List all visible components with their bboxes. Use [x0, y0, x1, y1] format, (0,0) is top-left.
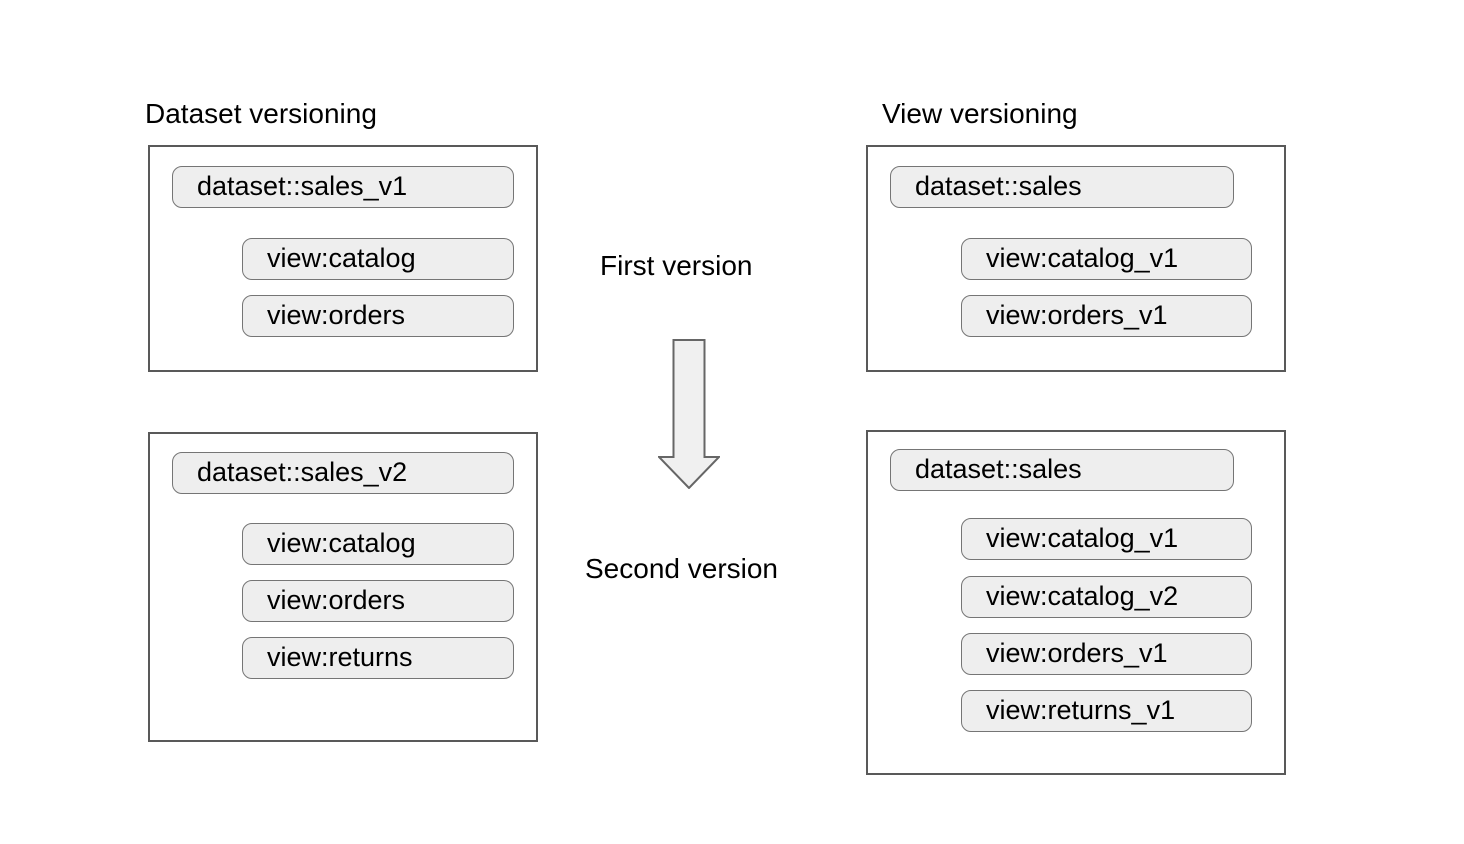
view-versioning-first-box: dataset::sales view:catalog_v1 view:orde… [866, 145, 1286, 372]
view-pill: view:returns [242, 637, 514, 679]
dataset-versioning-heading: Dataset versioning [145, 98, 377, 129]
dataset-pill: dataset::sales_v1 [172, 166, 514, 208]
second-version-label: Second version [585, 553, 779, 584]
view-pill: view:orders_v1 [961, 633, 1252, 675]
first-version-label: First version [600, 250, 753, 281]
dataset-pill: dataset::sales_v2 [172, 452, 514, 494]
view-pill: view:returns_v1 [961, 690, 1252, 732]
view-pill: view:catalog_v1 [961, 238, 1252, 280]
dataset-versioning-second-box: dataset::sales_v2 view:catalog view:orde… [148, 432, 538, 742]
view-versioning-second-box: dataset::sales view:catalog_v1 view:cata… [866, 430, 1286, 775]
down-arrow-icon [656, 339, 722, 490]
view-versioning-heading: View versioning [882, 98, 1078, 129]
view-pill: view:orders [242, 295, 514, 337]
view-pill: view:orders [242, 580, 514, 622]
view-pill: view:orders_v1 [961, 295, 1252, 337]
view-pill: view:catalog [242, 523, 514, 565]
view-pill: view:catalog_v2 [961, 576, 1252, 618]
view-pill: view:catalog_v1 [961, 518, 1252, 560]
view-pill: view:catalog [242, 238, 514, 280]
dataset-pill: dataset::sales [890, 449, 1234, 491]
dataset-pill: dataset::sales [890, 166, 1234, 208]
dataset-versioning-first-box: dataset::sales_v1 view:catalog view:orde… [148, 145, 538, 372]
